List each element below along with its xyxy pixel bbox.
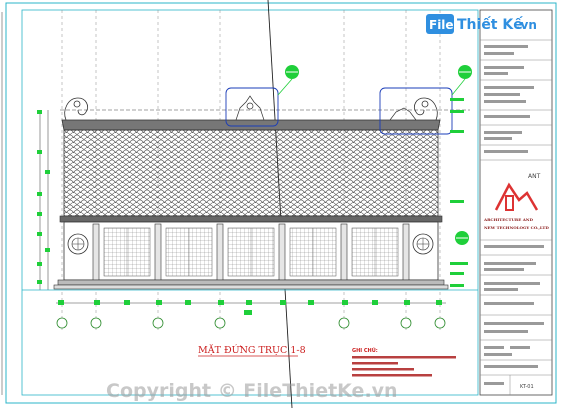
company-logo: ANT ARCHITECTURE AND NEW TECHNOLOGY CO.,… bbox=[483, 173, 549, 230]
building-facade bbox=[63, 221, 439, 281]
company-name-line1: ARCHITECTURE AND bbox=[483, 217, 533, 222]
elevation-tags-right bbox=[450, 98, 468, 287]
notes-lines bbox=[352, 356, 456, 377]
bottom-dimension-line bbox=[56, 300, 446, 315]
notes-heading: GHI CHÚ: bbox=[352, 347, 378, 354]
ridge-ornament-right bbox=[389, 107, 417, 121]
round-window-right bbox=[412, 233, 434, 255]
round-window-left bbox=[67, 233, 89, 255]
drawing-frame bbox=[1, 2, 557, 404]
watermark-brand-name: Thiết Kế bbox=[457, 16, 523, 33]
watermark-brand-suffix: .vn bbox=[516, 18, 537, 32]
watermark-brand-prefix: File bbox=[429, 18, 454, 32]
title-block bbox=[479, 9, 553, 396]
project-code: ANT bbox=[528, 173, 541, 180]
detail-markers bbox=[277, 65, 472, 245]
roof bbox=[59, 119, 443, 223]
watermark-logo: File Thiết Kế .vn bbox=[426, 14, 537, 34]
grid-axis-bubbles bbox=[56, 317, 446, 329]
copyright-watermark: Copyright © FileThietKe.vn bbox=[106, 380, 398, 402]
ridge-ornament-left bbox=[235, 95, 265, 121]
detail-callout-left bbox=[225, 87, 279, 127]
building-base bbox=[22, 279, 478, 291]
company-name-line2: NEW TECHNOLOGY CO.,LTD bbox=[484, 225, 549, 230]
left-dimension-line bbox=[37, 110, 50, 290]
roof-ornament-left bbox=[64, 97, 88, 121]
sheet-number: KT-01 bbox=[520, 384, 534, 390]
drawing-title: MẶT ĐỨNG TRỤC 1-8 bbox=[198, 344, 306, 356]
roof-ornament-right bbox=[414, 97, 438, 121]
